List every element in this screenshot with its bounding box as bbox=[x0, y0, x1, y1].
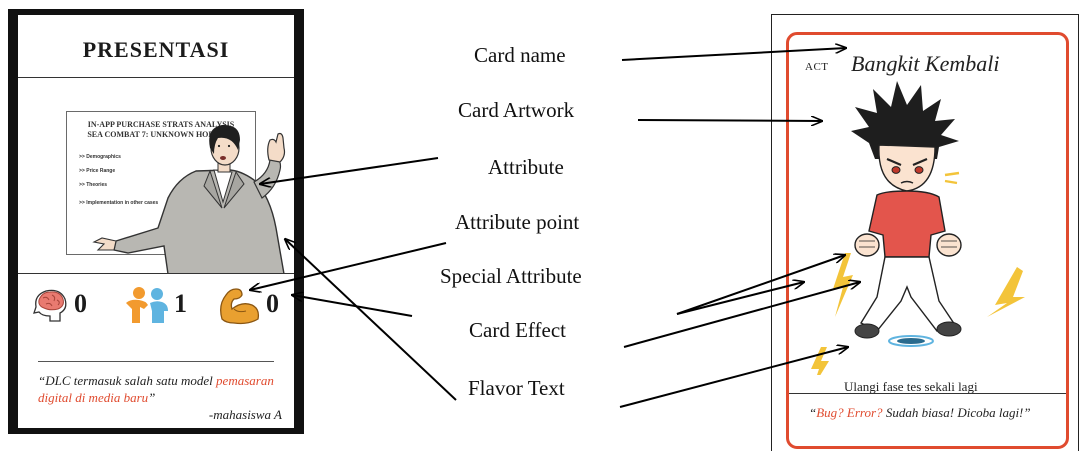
label-card-effect: Card Effect bbox=[469, 318, 566, 342]
label-special-attribute: Special Attribute bbox=[440, 264, 582, 288]
flavor-divider bbox=[38, 361, 274, 362]
slide-title: IN-APP PURCHASE STRATS ANALYSIS SEA COMB… bbox=[67, 120, 255, 140]
label-card-name: Card name bbox=[474, 43, 566, 67]
bangkit-kembali-card: ACT Bangkit Kembali Ulangi fas bbox=[786, 32, 1069, 449]
character-artwork bbox=[811, 81, 1025, 375]
flavor-text: “DLC termasuk salah satu model pemasaran… bbox=[38, 372, 284, 406]
arrow-special-attribute bbox=[292, 295, 413, 317]
flavor-text: “Bug? Error? Sudah biasa! Dicoba lagi!” bbox=[809, 405, 1059, 421]
flavor-text-highlight: pemasaran bbox=[216, 373, 274, 388]
label-attribute: Attribute bbox=[488, 155, 564, 179]
flavor-author: -mahasiswa A bbox=[208, 407, 282, 422]
flavor-text-part: ” bbox=[148, 390, 156, 405]
strength-value: 0 bbox=[266, 289, 279, 318]
slide-item: >> Implementation in other cases bbox=[79, 200, 159, 206]
card-name: Bangkit Kembali bbox=[851, 51, 1000, 76]
slide-title-line2: SEA COMBAT 7: UNKNOWN HORIZON bbox=[87, 130, 235, 139]
social-value: 1 bbox=[174, 289, 187, 318]
label-flavor-text: Flavor Text bbox=[468, 376, 565, 400]
flavor-text-highlight: Bug? Error? bbox=[816, 405, 883, 420]
title-divider bbox=[18, 77, 294, 78]
slide-item: >> Demographics bbox=[79, 154, 121, 160]
arrow-flavor-to-left-art bbox=[285, 239, 457, 401]
arrow-card-effect-3 bbox=[623, 282, 860, 348]
flavor-text-part: “DLC termasuk salah satu model bbox=[38, 373, 217, 388]
slide-item: >> Theories bbox=[79, 182, 108, 188]
brain-icon bbox=[33, 289, 67, 322]
label-attribute-point: Attribute point bbox=[455, 210, 580, 234]
card-title: PRESENTASI bbox=[82, 37, 230, 62]
card-type-tag: ACT bbox=[805, 61, 829, 73]
intellect-value: 0 bbox=[74, 289, 87, 318]
slide-item: >> Price Range bbox=[79, 168, 116, 174]
arrow-card-effect-2 bbox=[676, 282, 804, 315]
arrow-attribute-point bbox=[250, 242, 447, 290]
arrow-attribute bbox=[260, 157, 439, 184]
arrow-card-artwork bbox=[637, 120, 822, 121]
slide-title-line1: IN-APP PURCHASE STRATS ANALYSIS bbox=[87, 120, 235, 129]
arrow-flavor-right bbox=[619, 347, 848, 408]
card-effect-text: Ulangi fase tes sekali lagi bbox=[844, 379, 978, 394]
presentasi-card-face: PRESENTASI IN-APP PURCHASE STRATS ANALYS… bbox=[18, 15, 294, 428]
presentasi-card: PRESENTASI IN-APP PURCHASE STRATS ANALYS… bbox=[8, 9, 304, 434]
presenter-figure bbox=[92, 124, 286, 273]
flavor-text-part: Sudah biasa! Dicoba lagi!” bbox=[882, 405, 1031, 420]
attribute-divider bbox=[18, 273, 294, 274]
right-card-frame bbox=[771, 14, 1079, 451]
people-icon bbox=[126, 287, 168, 323]
flavor-text-highlight: digital di media baru bbox=[38, 390, 149, 405]
card-artwork: IN-APP PURCHASE STRATS ANALYSIS SEA COMB… bbox=[18, 78, 294, 273]
flavor-divider bbox=[789, 393, 1066, 394]
flavor-text-part: “ bbox=[809, 405, 817, 420]
arrow-card-effect-1 bbox=[676, 255, 845, 315]
bicep-icon bbox=[220, 288, 260, 325]
arrow-card-name bbox=[621, 48, 846, 61]
label-card-artwork: Card Artwork bbox=[458, 98, 575, 122]
